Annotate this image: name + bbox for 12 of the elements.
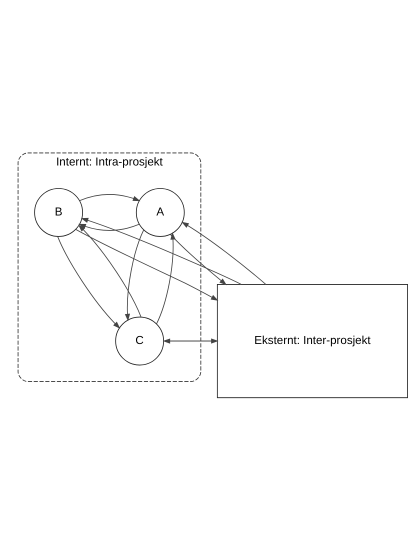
node-circle: B [34, 188, 83, 236]
arrow [170, 234, 227, 285]
arrow [156, 232, 176, 324]
arrow [57, 236, 120, 328]
node-circle: A [136, 188, 185, 236]
node-box: Eksternt: Inter-prosjekt [216, 284, 408, 398]
node-circle: C [115, 316, 164, 365]
arrow [75, 228, 218, 300]
arrow [124, 228, 144, 321]
arrow [79, 194, 140, 201]
arrow [80, 217, 242, 284]
arrow [181, 221, 266, 284]
